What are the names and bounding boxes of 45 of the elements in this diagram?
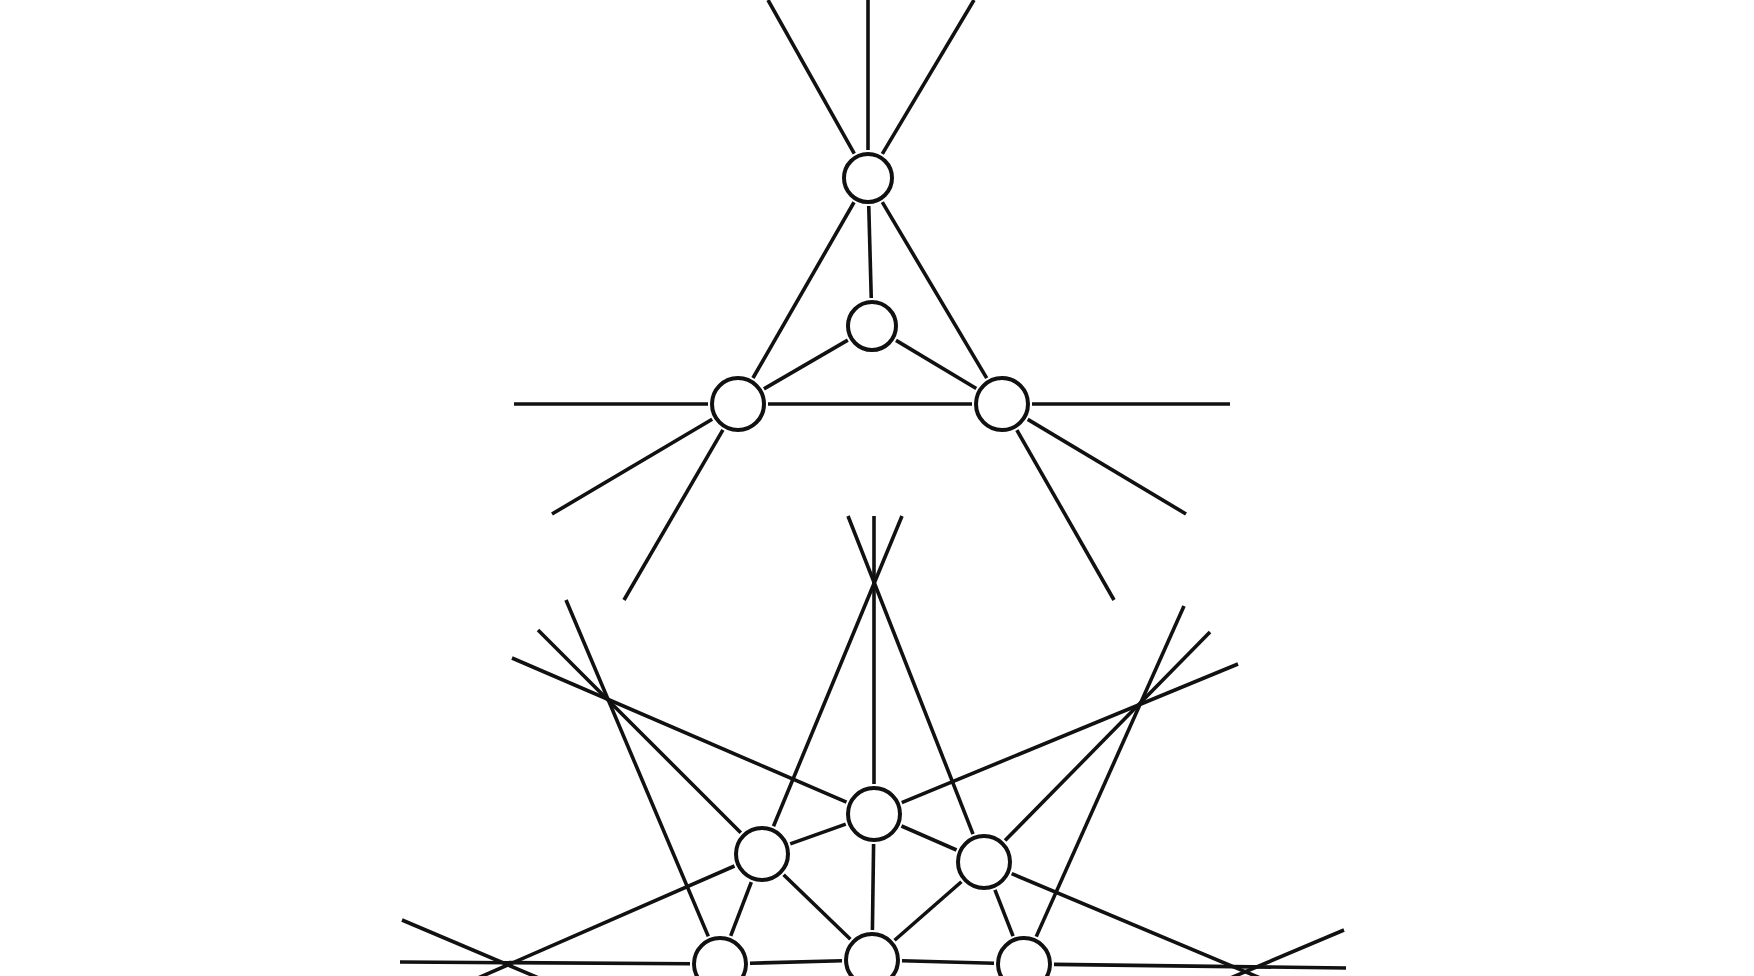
connecting-line [870,843,876,931]
connecting-line [729,881,753,937]
connecting-line [622,429,725,601]
connecting-line [514,402,708,406]
connecting-line [1026,417,1187,516]
connecting-line [880,201,989,380]
circle-node [734,826,790,882]
connecting-line [866,0,870,150]
connecting-line [789,822,847,846]
connecting-line [564,599,710,938]
circle-node [996,936,1052,976]
circle-node [846,786,902,842]
connecting-line [400,960,690,966]
circle-node [844,932,900,976]
connecting-line [766,0,856,155]
connecting-line [846,515,975,835]
connecting-line [872,516,876,784]
connecting-line [1015,429,1116,601]
connecting-line [1053,962,1347,970]
circle-node [956,834,1012,890]
connecting-line [782,873,852,941]
connecting-line [751,201,856,379]
connecting-line [771,515,904,827]
connecting-line [763,338,849,391]
connecting-line [900,824,958,852]
connecting-line [749,959,843,965]
circle-node [692,936,748,976]
connecting-line [993,889,1015,937]
connecting-line [880,0,976,155]
circle-node [710,376,766,432]
circle-node [974,376,1030,432]
connecting-line [536,628,743,835]
connecting-line [901,959,995,965]
circle-node [842,152,894,204]
circle-node [846,300,898,352]
connecting-line [511,656,848,804]
connecting-line [1034,605,1186,938]
connecting-line [768,402,972,406]
connecting-line [901,662,1239,805]
connecting-line [866,205,874,299]
connecting-line [1003,630,1212,842]
connecting-line [551,417,714,516]
connecting-line [1032,402,1230,406]
connecting-line [893,880,963,942]
connecting-line [895,338,978,391]
